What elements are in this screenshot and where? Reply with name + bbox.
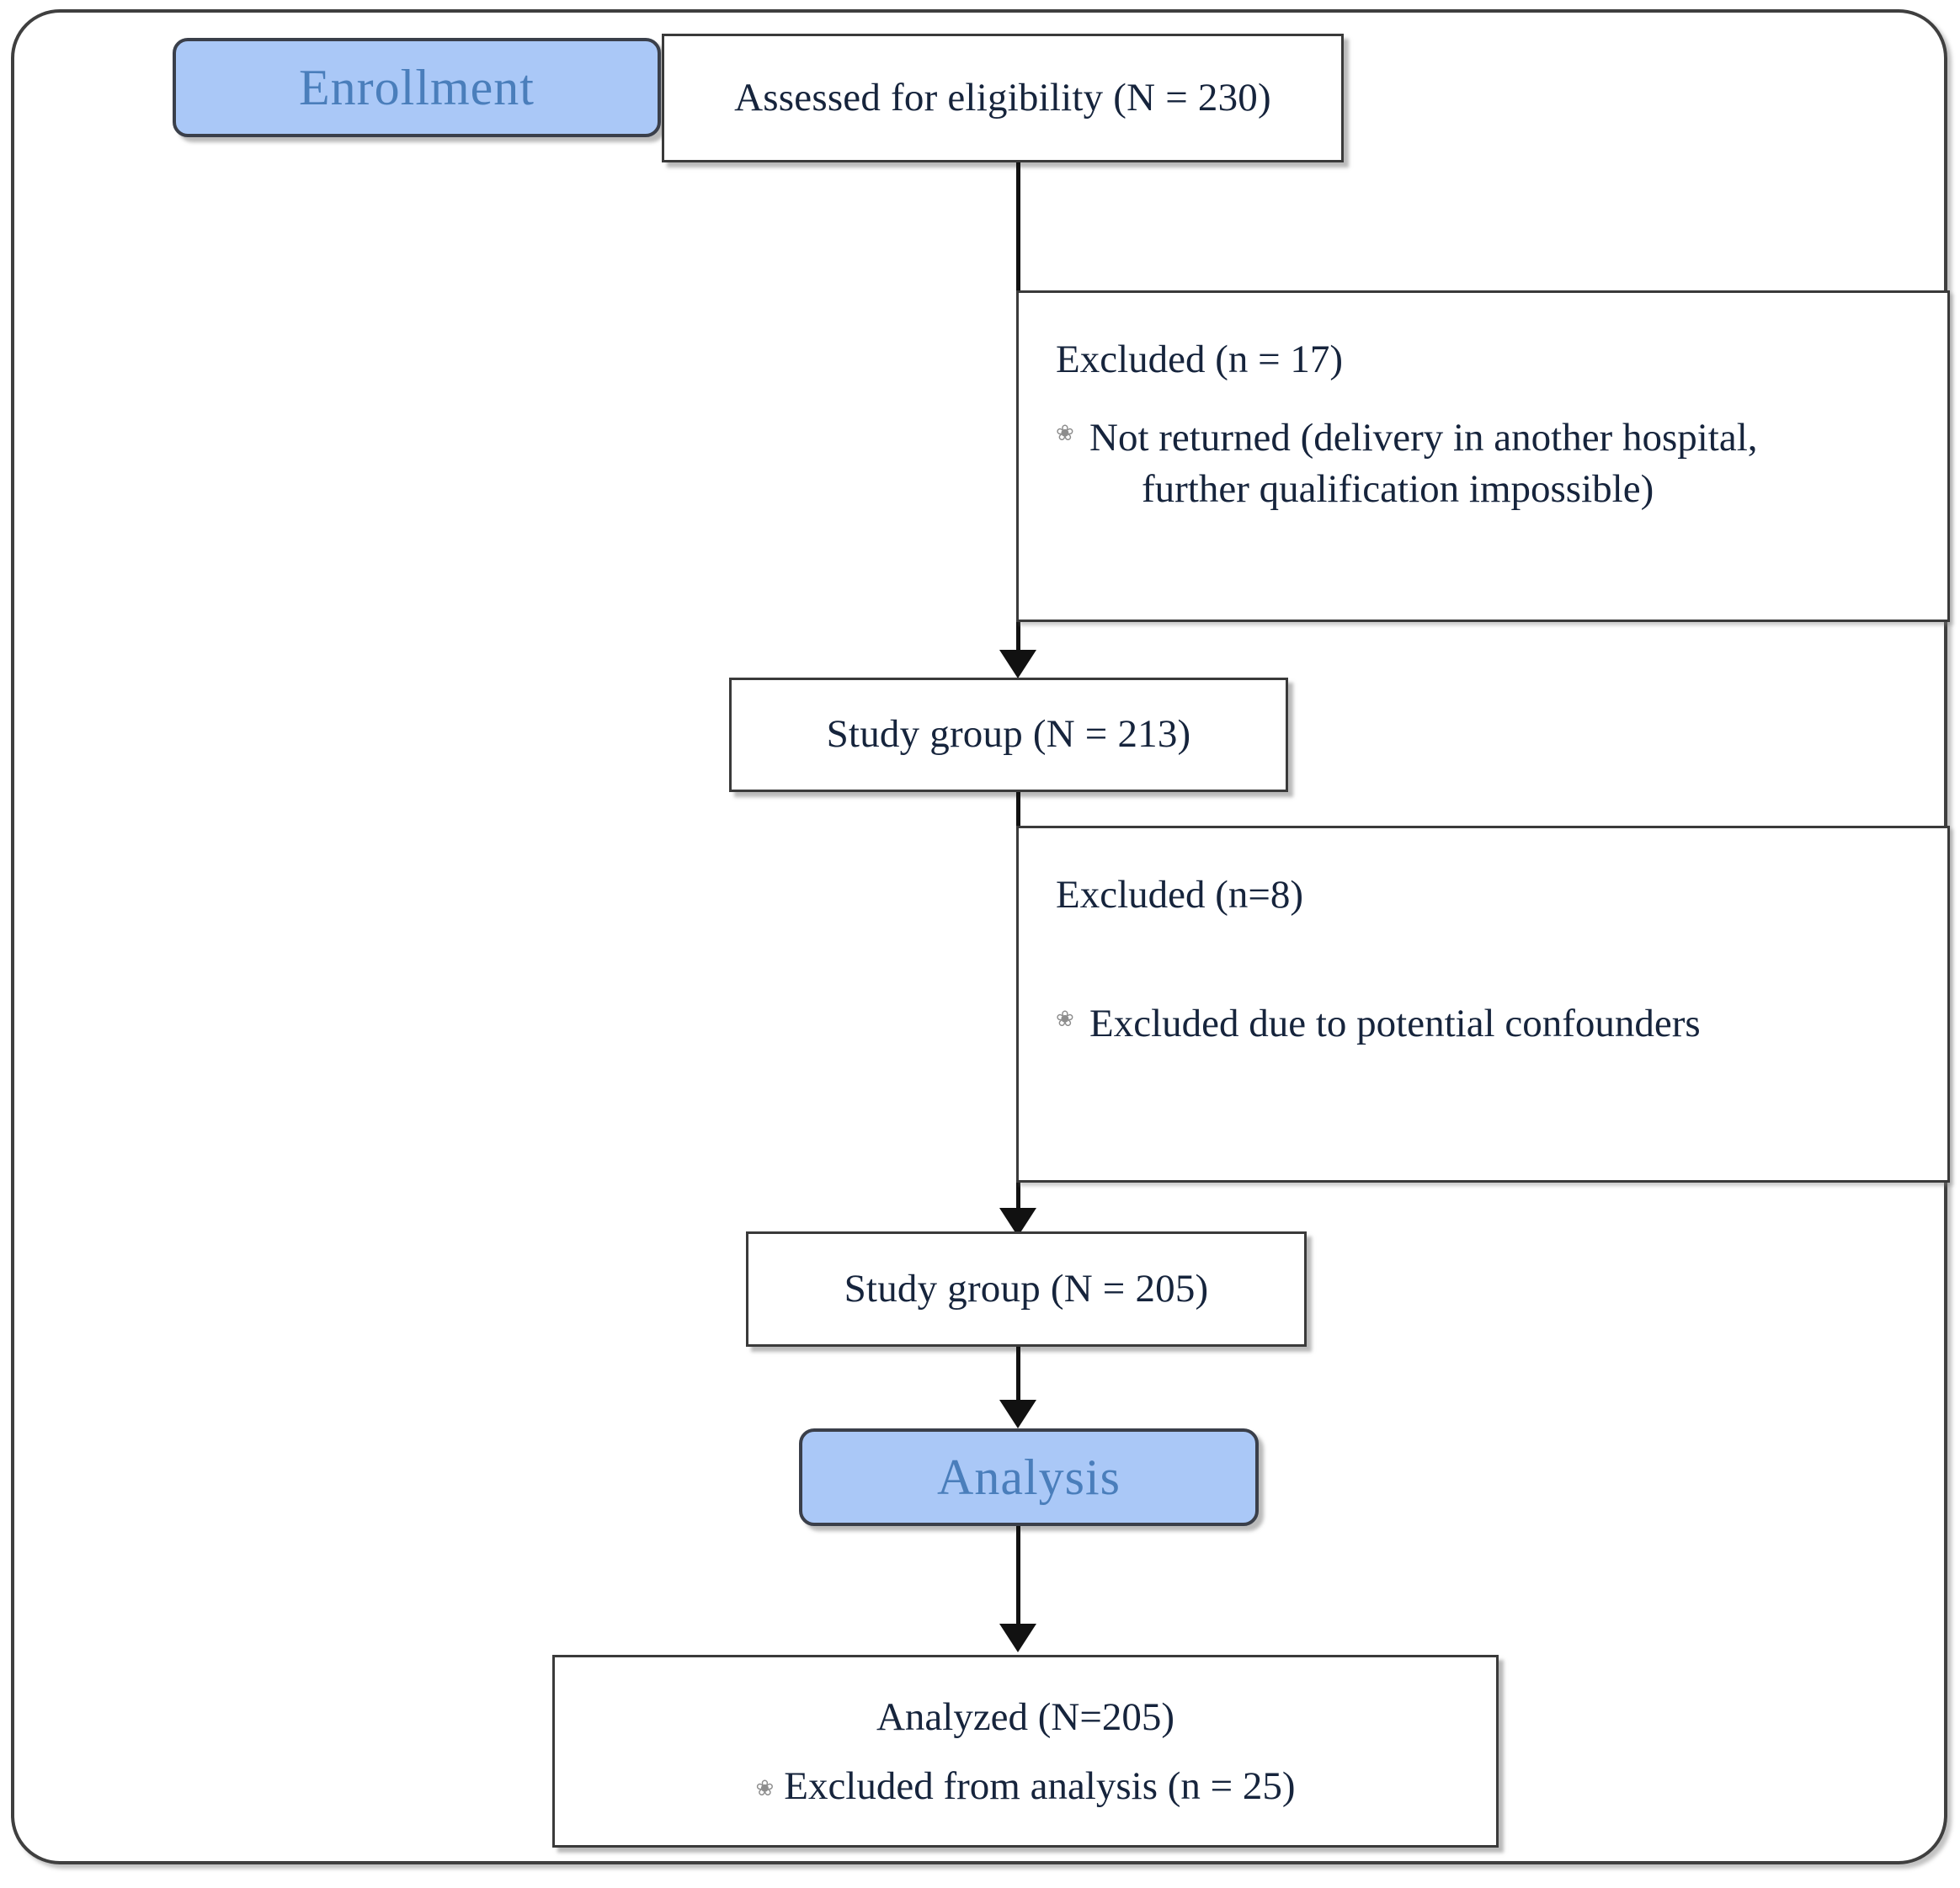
node-analyzed-line2-row: ❀ Excluded from analysis (n = 25) bbox=[755, 1763, 1295, 1809]
flower-bullet-icon: ❀ bbox=[1056, 421, 1074, 445]
stage-badge-analysis-label: Analysis bbox=[937, 1449, 1121, 1505]
node-study-group-205-label: Study group (N = 205) bbox=[844, 1266, 1209, 1311]
flower-bullet-icon: ❀ bbox=[755, 1775, 775, 1800]
node-study-group-213: Study group (N = 213) bbox=[729, 678, 1288, 792]
connector-analysis-to-analyzed bbox=[1016, 1526, 1020, 1627]
node-excluded-1-item: ❀ Not returned (delivery in another hosp… bbox=[1056, 412, 1947, 515]
node-analyzed-line1: Analyzed (N=205) bbox=[876, 1694, 1175, 1739]
node-excluded-2-item: ❀ Excluded due to potential confounders bbox=[1056, 998, 1947, 1050]
node-analyzed-line2: Excluded from analysis (n = 25) bbox=[784, 1763, 1296, 1808]
node-study-group-205: Study group (N = 205) bbox=[746, 1231, 1307, 1347]
node-study-group-213-label: Study group (N = 213) bbox=[826, 712, 1191, 757]
arrowhead-to-study-group-1 bbox=[999, 650, 1036, 678]
stage-badge-analysis: Analysis bbox=[799, 1428, 1259, 1526]
node-assessed-for-eligibility-label: Assessed for eligibility (N = 230) bbox=[734, 75, 1271, 120]
flower-bullet-icon: ❀ bbox=[1056, 1007, 1074, 1031]
node-analyzed: Analyzed (N=205) ❀ Excluded from analysi… bbox=[552, 1655, 1499, 1848]
node-excluded-2-heading: Excluded (n=8) bbox=[1056, 873, 1304, 917]
node-assessed-for-eligibility: Assessed for eligibility (N = 230) bbox=[662, 34, 1344, 162]
stage-badge-enrollment-label: Enrollment bbox=[299, 59, 535, 115]
node-excluded-2-item-line1: Excluded due to potential confounders bbox=[1089, 1002, 1701, 1045]
connector-study-group-2-to-analysis bbox=[1016, 1347, 1020, 1404]
node-excluded-1-item-line1: Not returned (delivery in another hospit… bbox=[1089, 416, 1758, 460]
arrowhead-to-analyzed bbox=[999, 1624, 1036, 1652]
node-excluded-2: Excluded (n=8) ❀ Excluded due to potenti… bbox=[1016, 826, 1950, 1183]
node-excluded-1-item-line2: further qualification impossible) bbox=[1142, 467, 1654, 512]
arrowhead-to-analysis bbox=[999, 1400, 1036, 1428]
node-excluded-1-heading: Excluded (n = 17) bbox=[1056, 338, 1344, 381]
stage-badge-enrollment: Enrollment bbox=[173, 38, 661, 137]
node-excluded-1: Excluded (n = 17) ❀ Not returned (delive… bbox=[1016, 290, 1950, 622]
